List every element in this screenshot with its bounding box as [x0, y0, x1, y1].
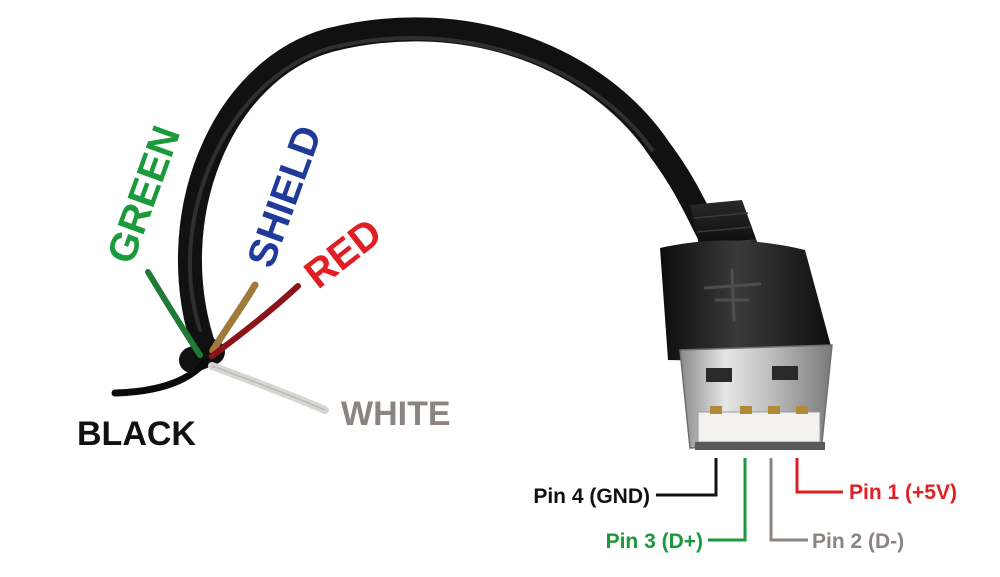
white-wire-edge	[211, 365, 326, 411]
shell-bottom-edge	[695, 442, 825, 450]
green-wire-label: GREEN	[99, 120, 189, 269]
cable-highlight	[188, 36, 654, 332]
connector-insert	[697, 411, 821, 443]
pin2-leader	[769, 458, 808, 542]
usb-logo-mark	[703, 268, 762, 322]
pin2-label: Pin 2 (D-)	[812, 530, 904, 553]
strain-rib	[696, 226, 753, 233]
pin4-leader	[656, 458, 718, 497]
white-wire-label: WHITE	[341, 395, 451, 433]
pin3-leader	[708, 458, 747, 542]
red-wire-label: RED	[296, 210, 390, 297]
usb-cable	[177, 17, 732, 362]
pin4-label: Pin 4 (GND)	[533, 485, 650, 508]
pin1-leader	[795, 458, 843, 494]
red-wire	[209, 283, 301, 359]
pin3-label: Pin 3 (D+)	[606, 530, 703, 553]
contact-pin1	[796, 406, 808, 414]
strain-rib	[693, 212, 749, 219]
black-wire	[111, 358, 209, 397]
contact-pin4	[710, 406, 722, 414]
black-wire-label: BLACK	[77, 415, 196, 453]
shell-hole-left	[706, 368, 732, 382]
shell-hole-right	[772, 366, 798, 380]
pin1-label: Pin 1 (+5V)	[849, 481, 957, 504]
shield-wire	[208, 281, 259, 356]
green-wire	[145, 269, 203, 358]
contact-pin2	[768, 406, 780, 414]
contact-pin3	[740, 406, 752, 414]
